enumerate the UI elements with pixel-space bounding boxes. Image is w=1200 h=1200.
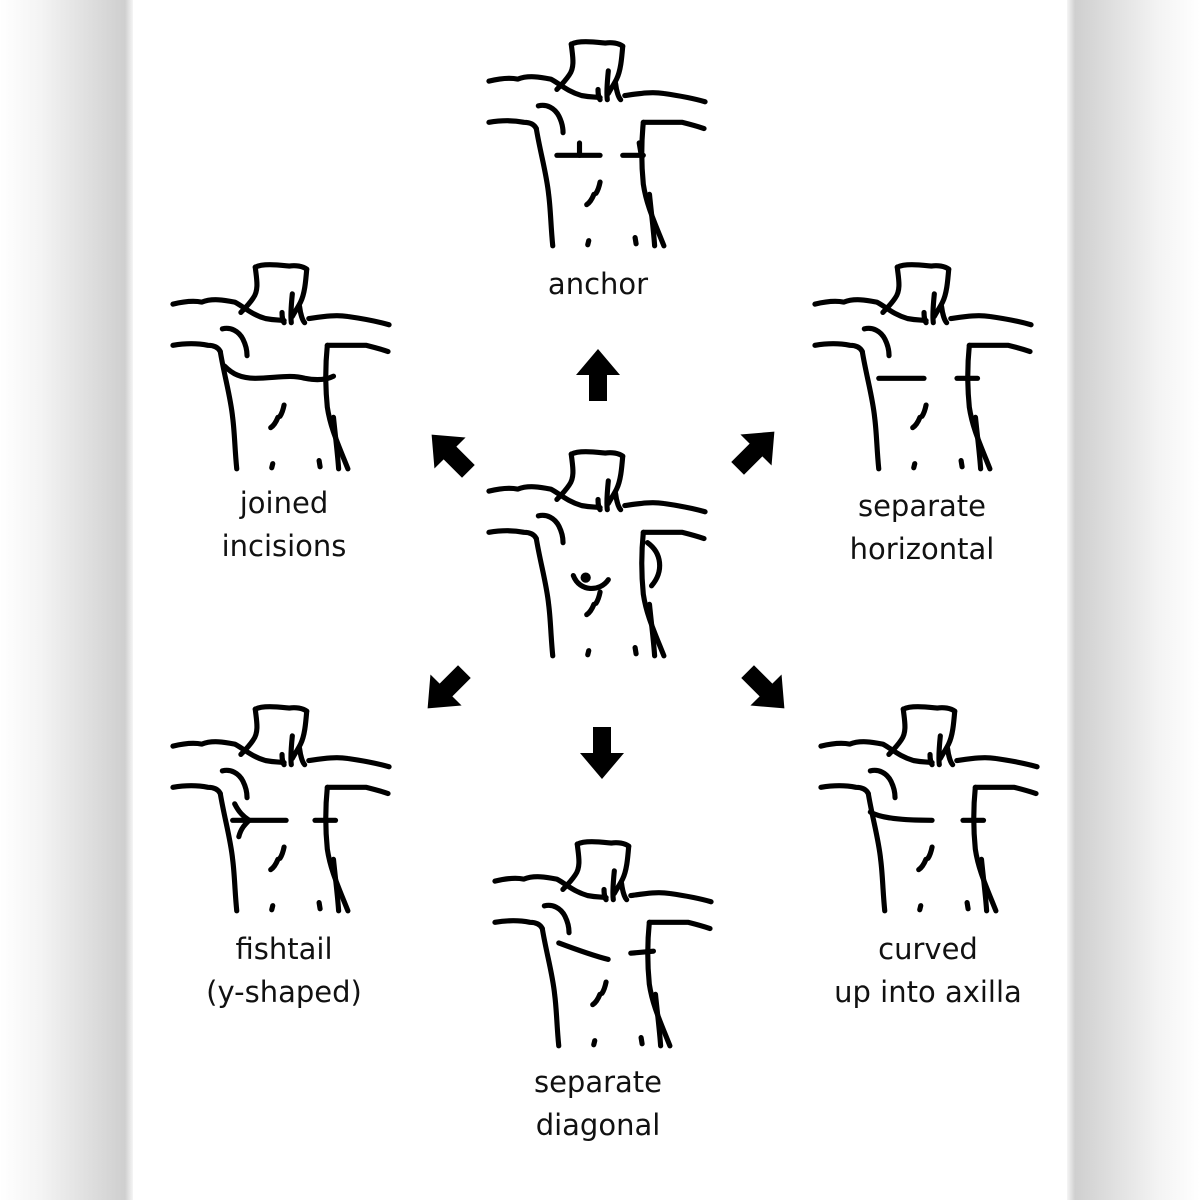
torso-fishtail-incision-icon bbox=[170, 705, 392, 917]
label-curved-up-into-axilla: curved up into axilla bbox=[834, 932, 1022, 1009]
arrow-down-right-icon bbox=[741, 665, 785, 709]
label-separate-horizontal: separate horizontal bbox=[849, 489, 995, 566]
torso-with-breasts-icon bbox=[486, 450, 708, 662]
arrow-up-left-icon bbox=[431, 434, 475, 478]
torso-separate-diagonal-incision-icon bbox=[492, 840, 714, 1052]
label-fishtail: fishtail (y-shaped) bbox=[206, 932, 362, 1009]
right-shadow bbox=[1060, 0, 1200, 1200]
label-joined-incisions: joined incisions bbox=[221, 486, 347, 563]
arrow-down-icon bbox=[580, 727, 624, 779]
left-shadow bbox=[0, 0, 140, 1200]
torso-anchor-incision-icon bbox=[486, 40, 708, 252]
label-anchor: anchor bbox=[547, 267, 649, 301]
arrow-up-right-icon bbox=[731, 431, 775, 475]
torso-joined-incision-icon bbox=[170, 263, 392, 475]
torso-separate-horizontal-incision-icon bbox=[812, 263, 1034, 475]
arrow-down-left-icon bbox=[427, 665, 471, 709]
torso-curved-axilla-incision-icon bbox=[818, 705, 1040, 917]
arrow-up-icon bbox=[576, 349, 620, 401]
label-separate-diagonal: separate diagonal bbox=[533, 1065, 663, 1142]
